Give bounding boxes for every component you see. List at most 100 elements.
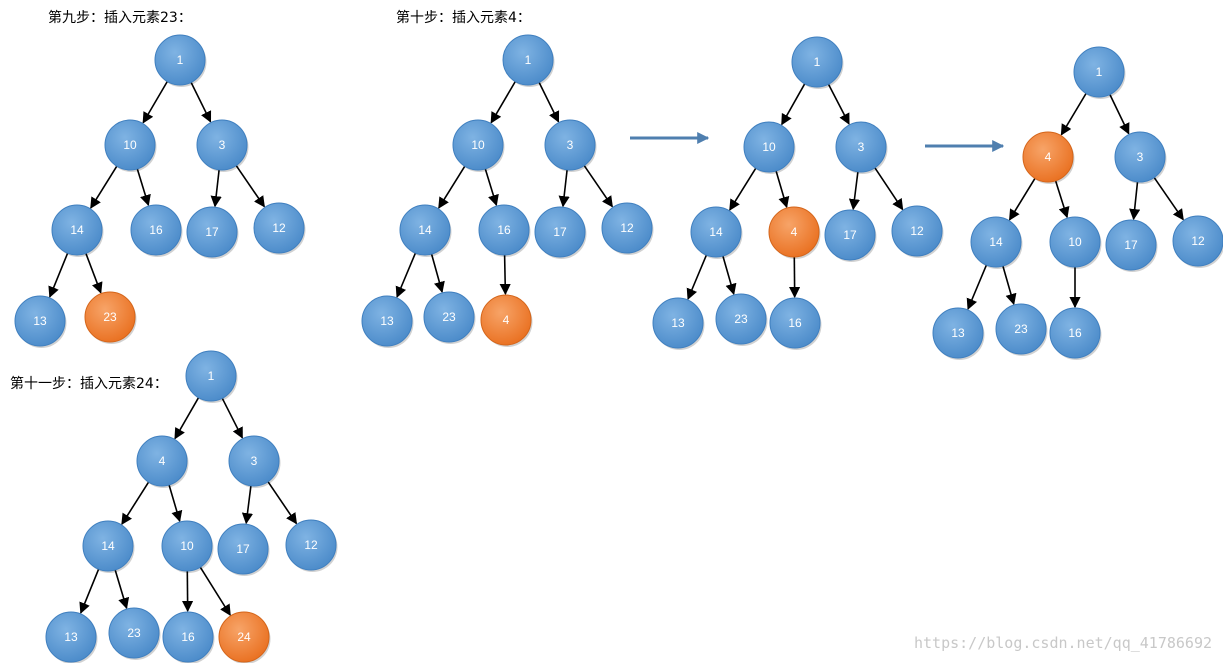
edge-arrow [395,252,417,299]
node-label: 4 [503,313,510,327]
edge-arrow [430,253,445,293]
node-circle [534,206,586,258]
edge-arrow [235,165,265,208]
node-circle [228,435,280,487]
edge-arrow [775,170,790,209]
edge-arrow [490,81,516,124]
node-circle [452,119,504,171]
step-title-10: 第十步：插入元素4： [396,9,531,26]
node-circle [161,520,213,572]
tree-node: 14 [970,216,1023,269]
tree-node: 10 [104,119,157,172]
node-label: 23 [734,312,748,326]
node-label: 14 [101,539,115,553]
tree-node: 1 [791,36,844,89]
tree-node: 3 [228,435,281,488]
edge-arrow [199,566,231,616]
node-label: 23 [1014,322,1028,336]
diagram-4-edges [79,397,298,616]
node-circle [423,291,475,343]
node-circle [399,204,451,256]
edge-arrow [1129,181,1141,221]
node-circle [791,36,843,88]
tree-node: 14 [51,204,104,257]
tree-node: 24 [218,611,271,663]
node-label: 14 [989,235,1003,249]
node-label: 13 [33,314,47,328]
node-label: 16 [149,223,163,237]
tree-node: 4 [1022,131,1075,184]
node-label: 13 [671,316,685,330]
tree-node: 1 [185,350,238,403]
node-label: 16 [181,630,195,644]
edge-arrow [1109,94,1130,135]
node-circle [502,34,554,86]
node-circle [253,202,305,254]
tree-node: 17 [824,209,877,262]
node-circle [1049,307,1101,359]
node-circle [217,523,269,575]
node-circle [544,119,596,171]
node-label: 1 [177,53,184,67]
node-label: 14 [70,223,84,237]
tree-node: 3 [544,119,597,172]
node-label: 12 [620,221,634,235]
tree-node: 12 [1172,215,1223,268]
node-circle [361,295,413,347]
node-label: 4 [159,454,166,468]
edge-arrow [1060,92,1087,136]
node-label: 17 [553,225,567,239]
edge-arrow [583,165,613,208]
edge-arrow [1054,180,1070,219]
edge-arrow [136,168,151,207]
tree-node: 13 [45,611,98,663]
node-circle [285,519,337,571]
node-label: 1 [525,53,532,67]
tree-node: 3 [835,121,888,174]
tree-node: 17 [217,523,270,576]
node-circle [768,206,820,258]
node-label: 14 [709,225,723,239]
edge-arrow [221,397,244,439]
node-circle [824,209,876,261]
tree-node: 17 [534,206,587,259]
edge-arrow [1002,265,1017,306]
tree-node: 1 [154,34,207,87]
tree-node: 16 [130,204,183,257]
node-label: 17 [236,542,250,556]
edge-arrow [190,82,212,123]
edge-arrow [90,165,118,209]
tree-node: 1 [502,34,555,87]
tree-node: 12 [601,202,654,255]
edge-arrow [686,254,708,301]
node-circle [136,435,188,487]
edge-arrow [114,569,130,610]
tree-node: 3 [196,119,249,172]
tree-node: 13 [652,297,705,350]
node-circle [891,205,943,257]
node-label: 3 [251,454,258,468]
tree-node: 16 [1049,307,1102,360]
tree-node: 10 [161,520,214,573]
edge-arrow [499,254,511,296]
edge-arrow [142,81,168,124]
node-circle [970,216,1022,268]
tree-node: 16 [162,611,215,663]
node-circle [186,206,238,258]
node-label: 10 [180,539,194,553]
node-label: 4 [1045,150,1052,164]
node-circle [82,520,134,572]
tree-node: 17 [186,206,239,259]
node-circle [14,295,66,347]
tree-node: 4 [480,294,533,347]
diagram-1-edges [395,81,613,299]
tree-node: 3 [1114,131,1167,184]
node-label: 1 [208,369,215,383]
node-label: 3 [219,138,226,152]
node-circle [104,119,156,171]
edge-arrow [121,481,150,526]
node-circle [690,206,742,258]
node-label: 4 [791,225,798,239]
edge-arrow [722,255,737,296]
